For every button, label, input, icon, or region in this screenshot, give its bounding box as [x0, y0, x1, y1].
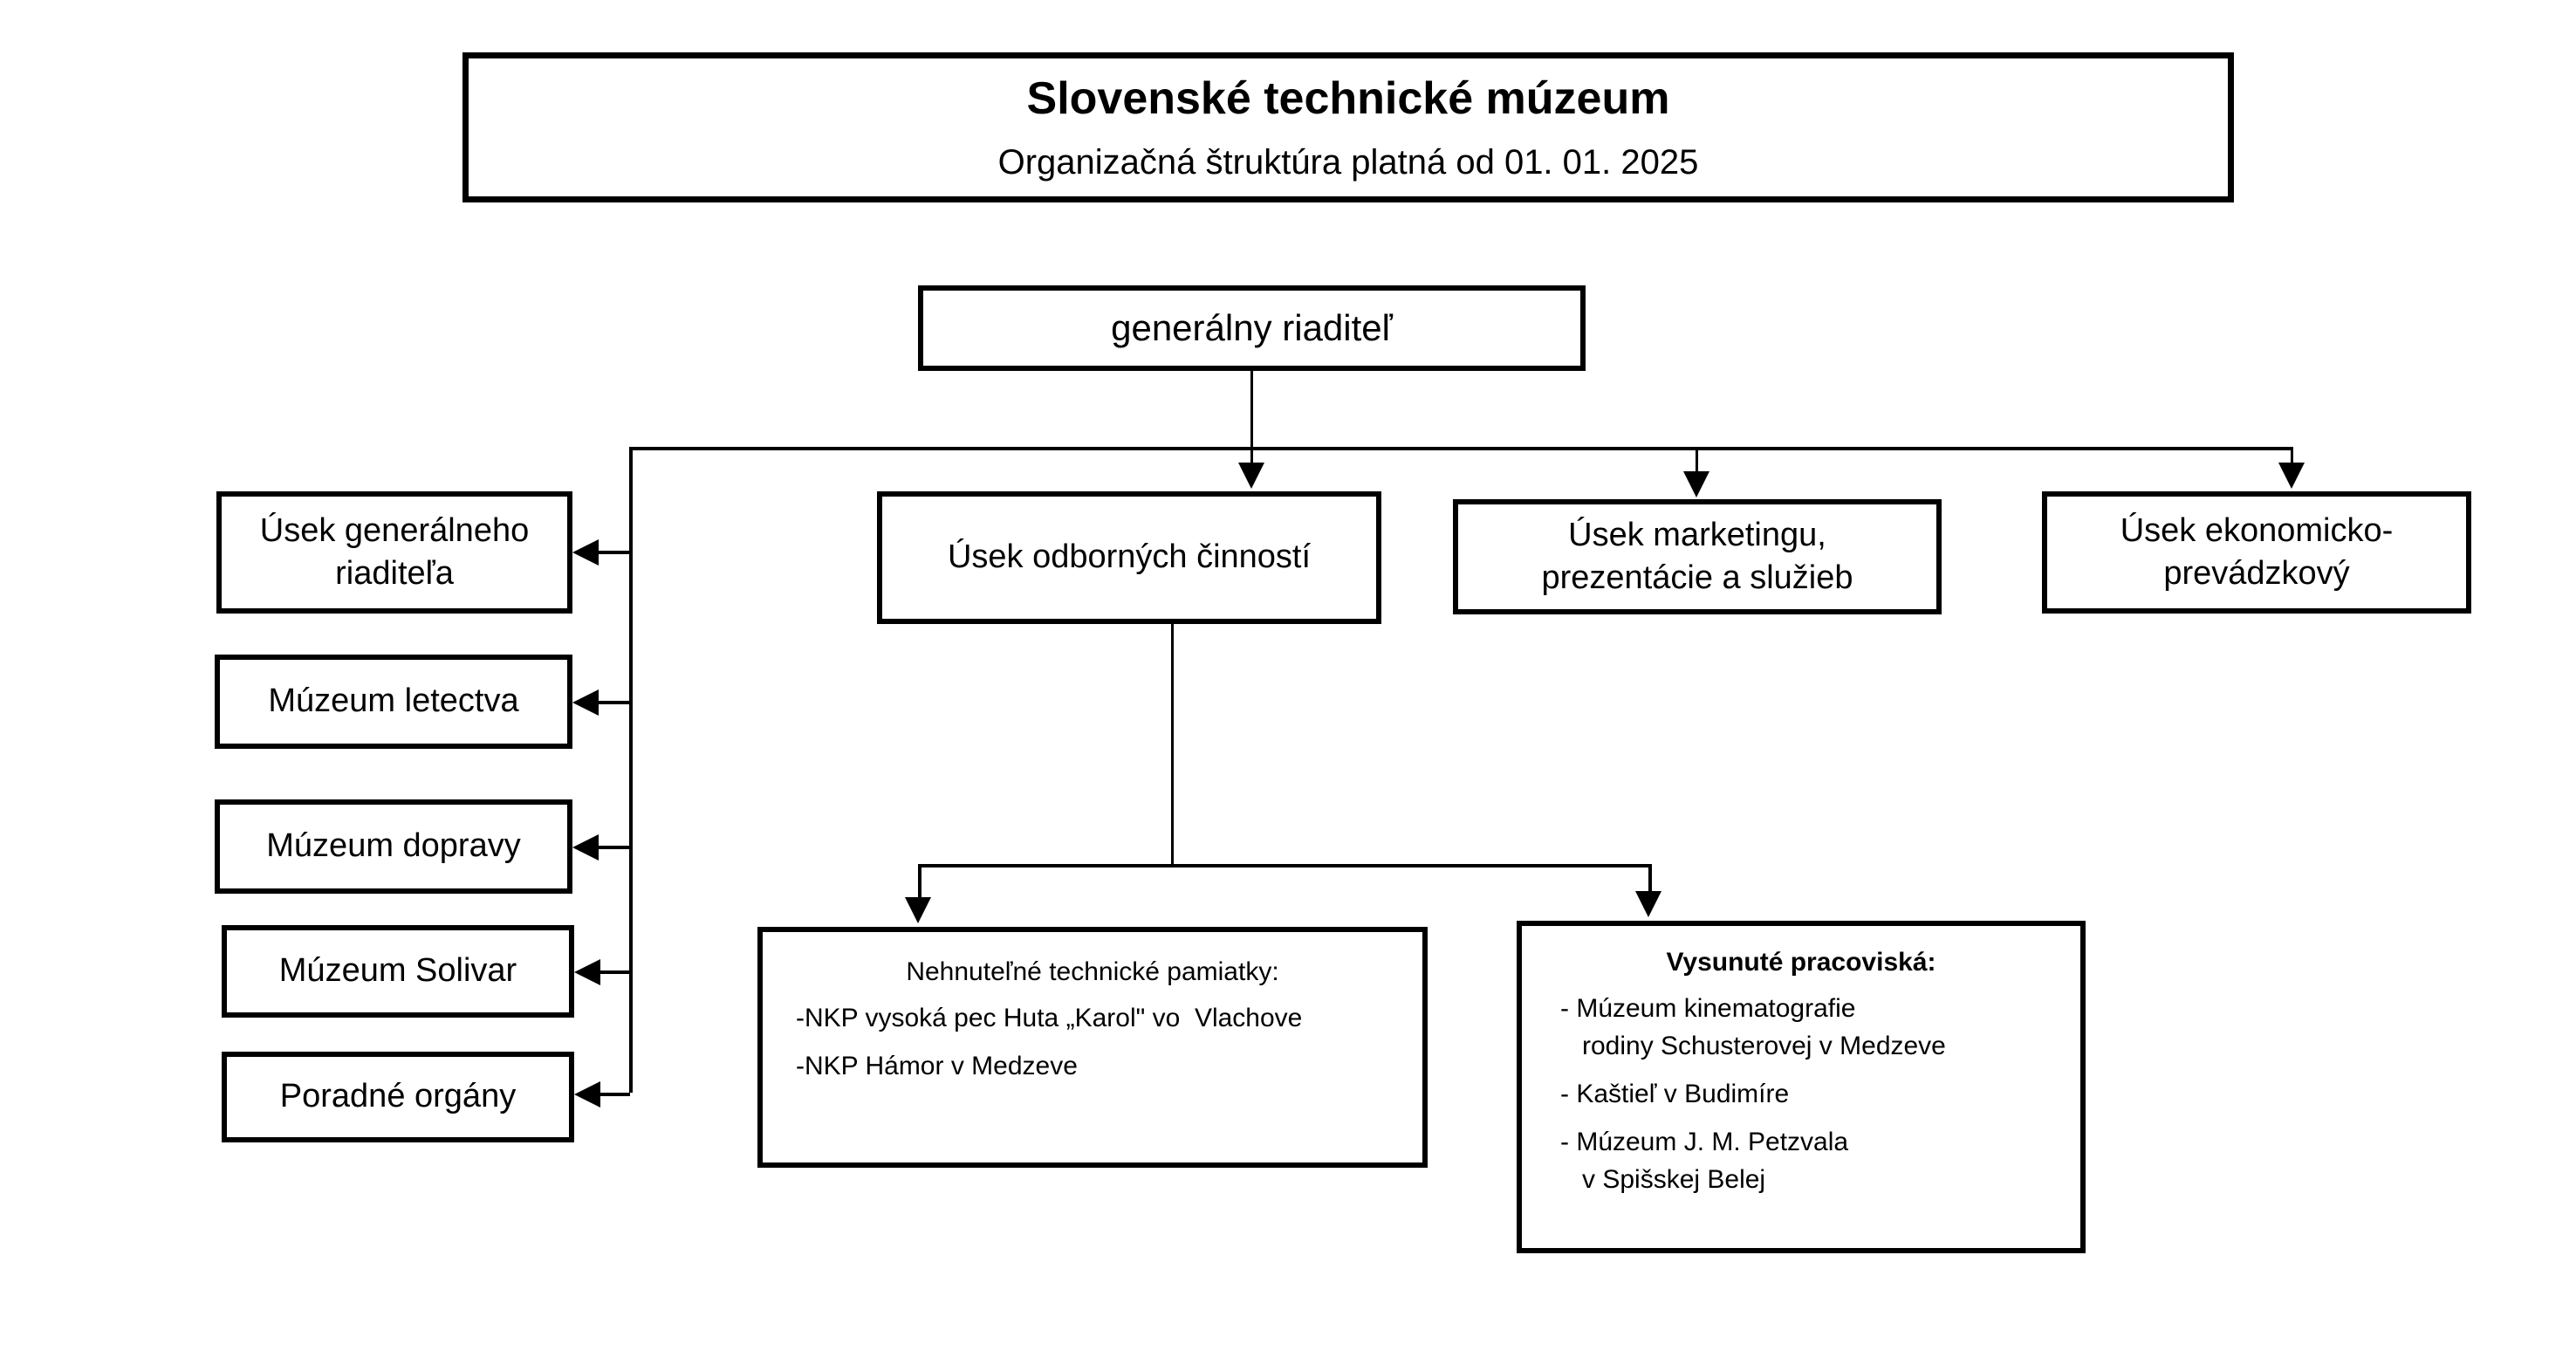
connector-stub-dopravy: [586, 846, 630, 849]
node-label: Poradné orgány: [279, 1078, 517, 1115]
arrow-left-letectva: [572, 689, 599, 716]
node-label: Múzeum dopravy: [266, 827, 521, 865]
connector-drop-pracoviska: [1648, 864, 1652, 895]
arrow-down-pracoviska: [1635, 891, 1661, 917]
list-item: - Múzeum J. M. Petzvala: [1560, 1128, 1849, 1156]
list-item: -NKP vysoká pec Huta „Karol" vo Vlachove: [796, 1004, 1303, 1032]
node-muzeum-dopravy[interactable]: Múzeum dopravy: [215, 799, 572, 894]
node-muzeum-solivar[interactable]: Múzeum Solivar: [222, 925, 574, 1018]
list-item-cont: rodiny Schusterovej v Medzeve: [1560, 1032, 1946, 1060]
node-label-line2: riaditeľa: [335, 555, 454, 592]
list-item: -NKP Hámor v Medzeve: [796, 1052, 1078, 1080]
connector-stub-poradne: [588, 1093, 630, 1096]
node-generalny-riaditel[interactable]: generálny riaditeľ: [918, 285, 1586, 371]
node-label-line1: Úsek ekonomicko-: [2120, 511, 2394, 549]
connector-drop-marketing: [1696, 447, 1698, 475]
node-label: Múzeum letectva: [268, 682, 519, 720]
node-label-line2: prevádzkový: [2163, 555, 2350, 592]
connector-stub-solivar: [588, 970, 630, 974]
block-heading: Vysunuté pracoviská:: [1666, 948, 1936, 977]
list-item: - Kaštieľ v Budimíre: [1560, 1080, 1790, 1108]
node-label-line2: prezentácie a služieb: [1541, 559, 1853, 596]
chart-title-box: Slovenské technické múzeum Organizačná š…: [462, 52, 2234, 202]
arrow-left-poradne: [574, 1081, 600, 1108]
arrow-left-dopravy: [572, 834, 599, 861]
arrow-down-ekonomicky: [2278, 463, 2305, 489]
arrow-down-odborne: [1238, 463, 1264, 489]
node-usek-generalneho-riaditela[interactable]: Úsek generálneho riaditeľa: [216, 491, 572, 614]
page-title: Slovenské technické múzeum: [1026, 73, 1670, 125]
outpost-list: - Múzeum kinematografie rodiny Schustero…: [1522, 991, 1946, 1210]
node-usek-odbornych-cinnosti[interactable]: Úsek odborných činností: [877, 491, 1381, 624]
node-label: generálny riaditeľ: [1111, 306, 1393, 348]
arrow-down-marketing: [1683, 471, 1709, 497]
arrow-down-pamiatky: [905, 897, 931, 923]
node-usek-marketingu[interactable]: Úsek marketingu, prezentácie a služieb: [1453, 499, 1942, 614]
connector-left-spine: [629, 447, 633, 1093]
connector-drop-ekonomicky: [2291, 447, 2293, 466]
connector-odborne-stem: [1171, 624, 1174, 866]
node-label-line1: Úsek marketingu,: [1568, 516, 1826, 553]
arrow-left-usek-gr: [572, 539, 599, 566]
node-label-line1: Úsek generálneho: [259, 511, 530, 549]
connector-stub-letectva: [586, 701, 630, 704]
arrow-left-solivar: [574, 959, 600, 985]
node-label-line1: Úsek odborných činností: [947, 538, 1312, 576]
page-subtitle: Organizačná štruktúra platná od 01. 01. …: [997, 142, 1699, 182]
list-item: - Múzeum kinematografie: [1560, 994, 1856, 1023]
node-label: Múzeum Solivar: [278, 952, 517, 990]
node-poradne-organy[interactable]: Poradné orgány: [222, 1052, 574, 1142]
connector-drop-odborne: [1250, 447, 1253, 466]
node-vysunute-pracoviska[interactable]: Vysunuté pracoviská: - Múzeum kinematogr…: [1517, 921, 2086, 1253]
list-item-cont: v Spišskej Belej: [1560, 1165, 1766, 1194]
node-nehnutelne-technicke-pamiatky[interactable]: Nehnuteľné technické pamiatky: -NKP vyso…: [757, 927, 1428, 1168]
monument-list: -NKP vysoká pec Huta „Karol" vo Vlachove…: [763, 1001, 1302, 1097]
connector-director-stem: [1250, 371, 1253, 449]
connector-level2-bus: [630, 447, 2292, 450]
connector-drop-pamiatky: [918, 864, 921, 901]
node-muzeum-letectva[interactable]: Múzeum letectva: [215, 655, 572, 749]
connector-odborne-bus: [918, 864, 1651, 868]
node-usek-ekonomicko-prevadzkovy[interactable]: Úsek ekonomicko- prevádzkový: [2042, 491, 2471, 614]
block-heading: Nehnuteľné technické pamiatky:: [906, 957, 1279, 986]
connector-stub-usek-gr: [586, 551, 630, 554]
